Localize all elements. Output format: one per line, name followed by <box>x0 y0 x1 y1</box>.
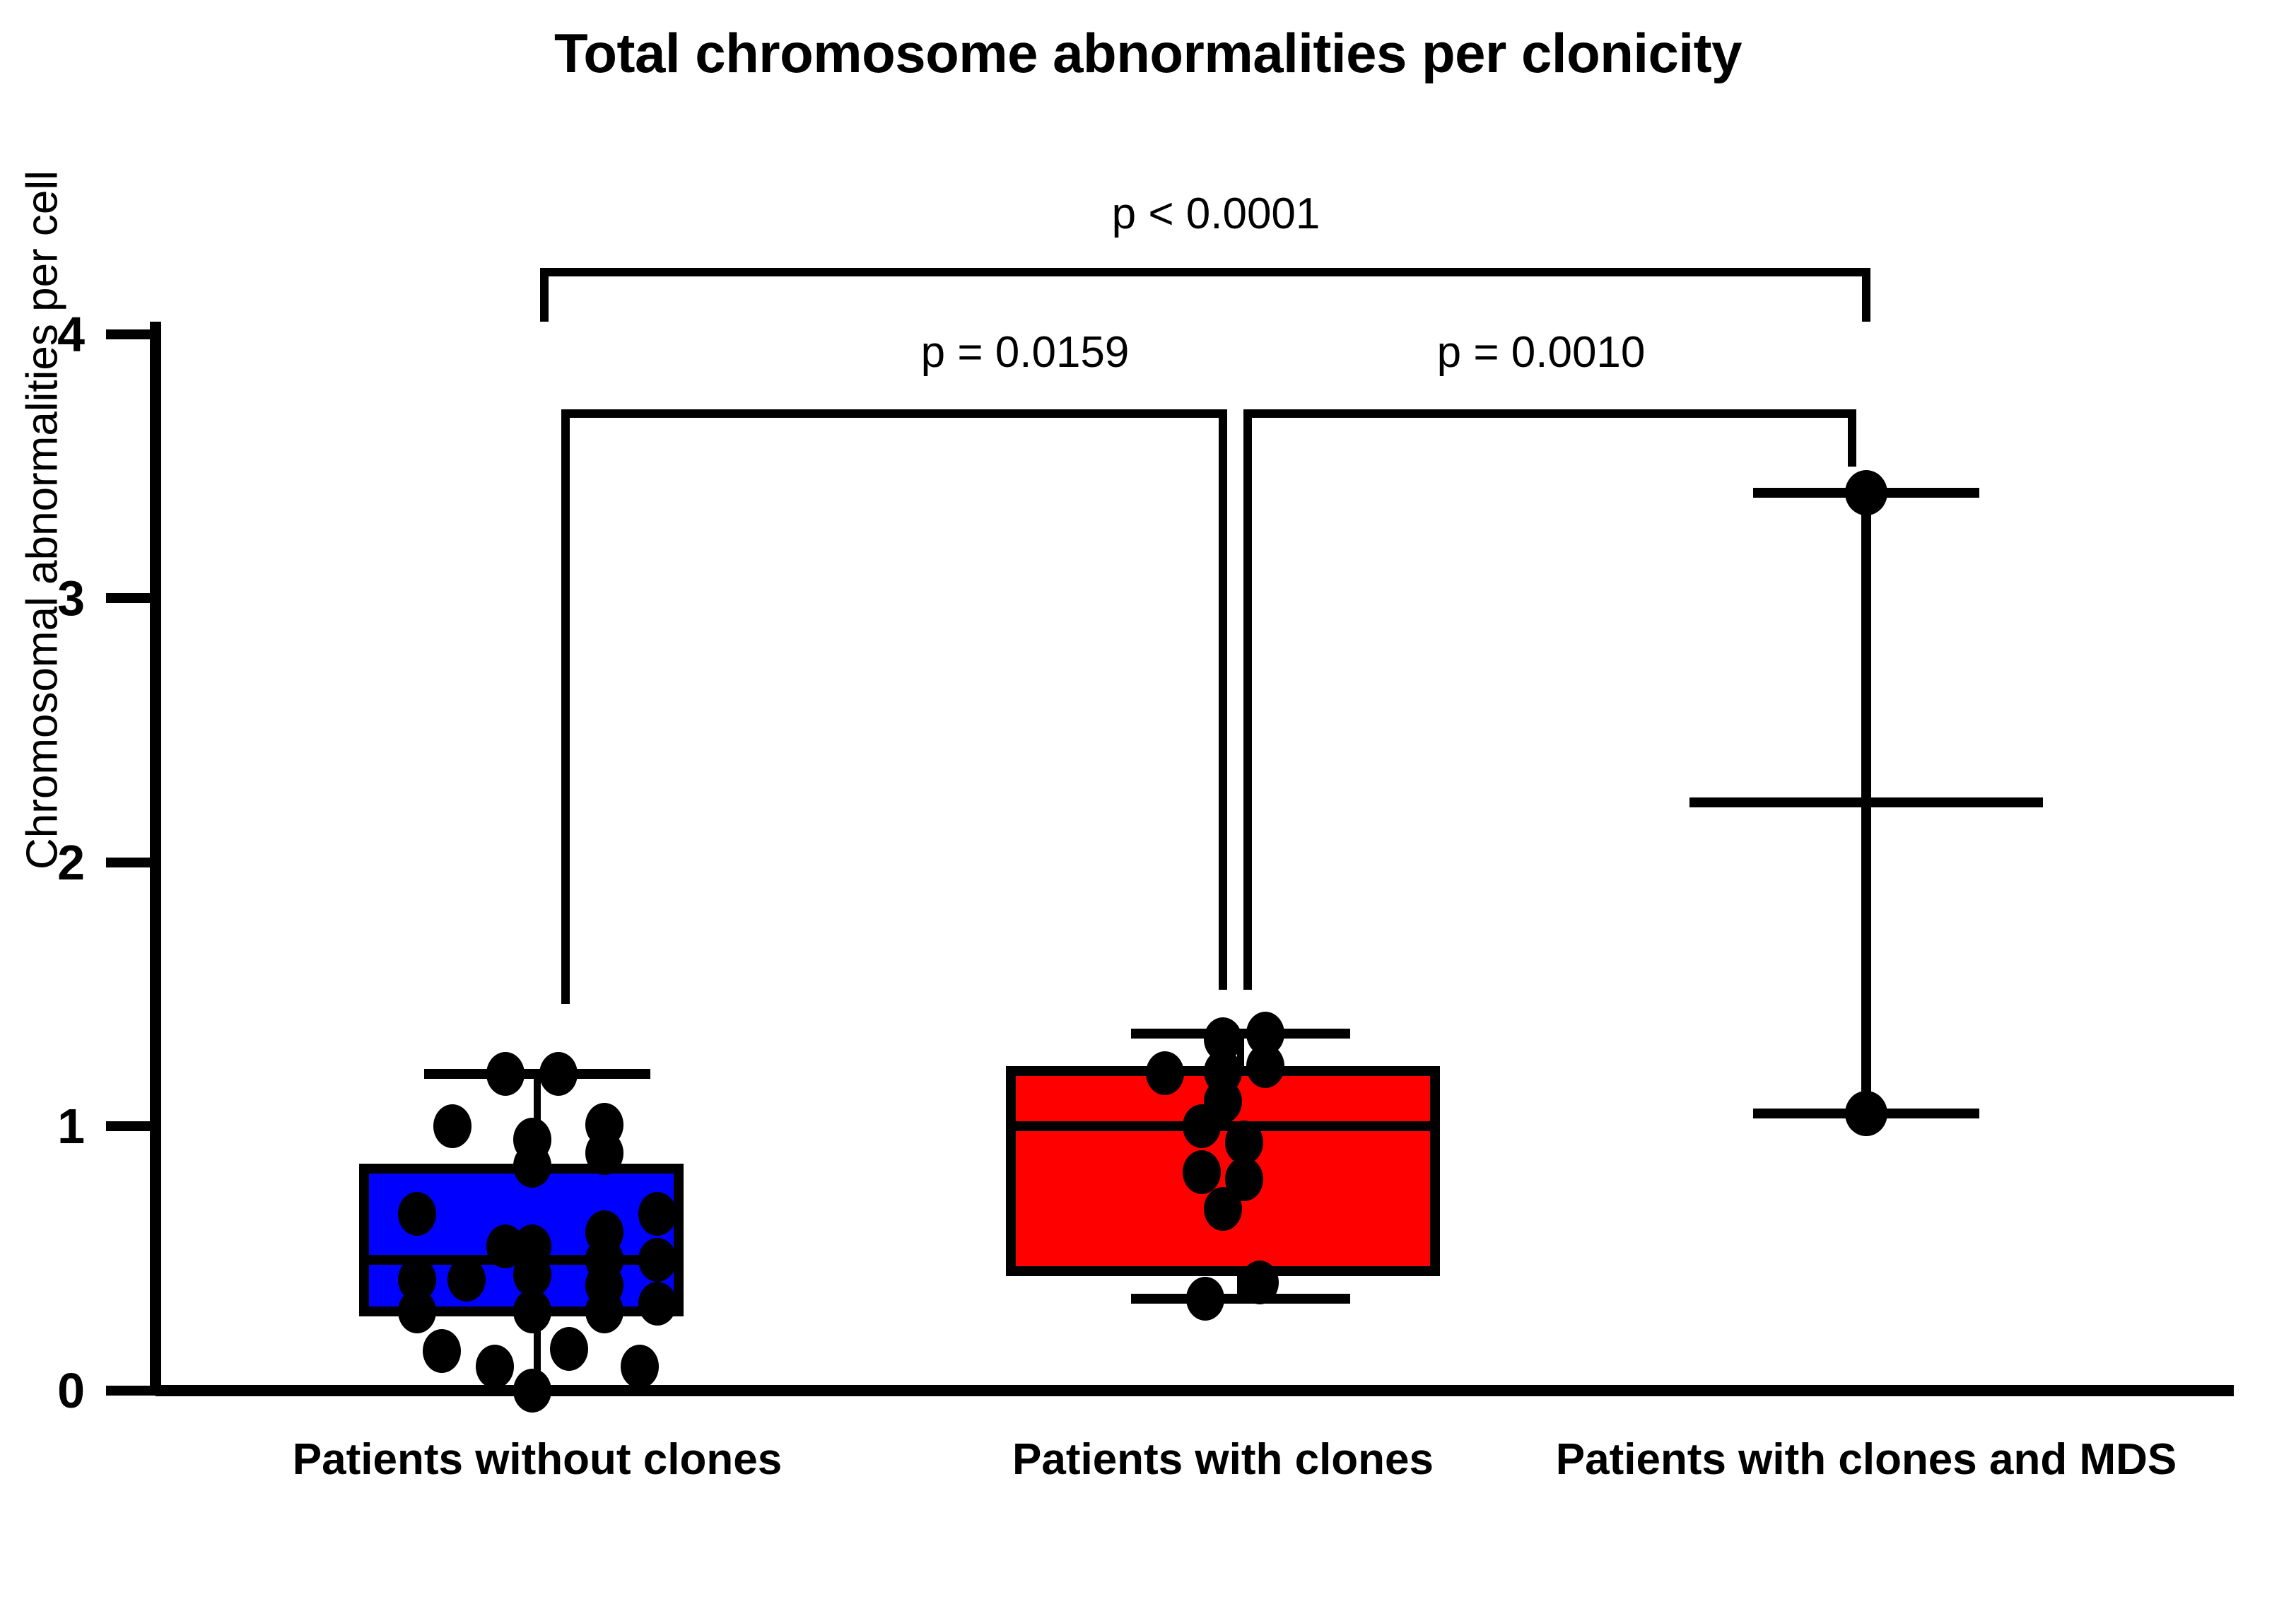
y-tick-label-1: 1 <box>57 1099 85 1154</box>
data-points-group-1 <box>398 1052 676 1413</box>
y-tick-label-2: 2 <box>57 835 85 890</box>
pvalue-label-1-2: p = 0.0159 <box>920 328 1130 377</box>
boxplot-group-3[interactable] <box>1689 470 2043 1136</box>
y-tick-label-3: 3 <box>57 571 85 626</box>
data-points-group-2 <box>1146 1012 1284 1321</box>
boxplot-group-2[interactable] <box>1006 1012 1440 1321</box>
pvalue-label-overall: p < 0.0001 <box>1111 189 1320 238</box>
significance-bracket-2-3 <box>1243 409 1856 990</box>
y-tick-label-4: 4 <box>57 307 85 362</box>
chart-title: Total chromosome abnormalities per cloni… <box>554 22 1742 84</box>
y-tick-label-0: 0 <box>57 1363 85 1418</box>
data-points-group-3 <box>1845 470 1887 1136</box>
x-category-label-2: Patients with clones <box>1012 1435 1434 1484</box>
x-category-label-3: Patients with clones and MDS <box>1555 1435 2177 1484</box>
significance-bracket-1-2 <box>561 409 1227 1004</box>
x-category-label-1: Patients without clones <box>292 1435 783 1484</box>
boxplot-group-1[interactable] <box>359 1052 684 1413</box>
pvalue-label-2-3: p = 0.0010 <box>1436 328 1646 377</box>
significance-bracket-overall <box>540 268 1870 322</box>
